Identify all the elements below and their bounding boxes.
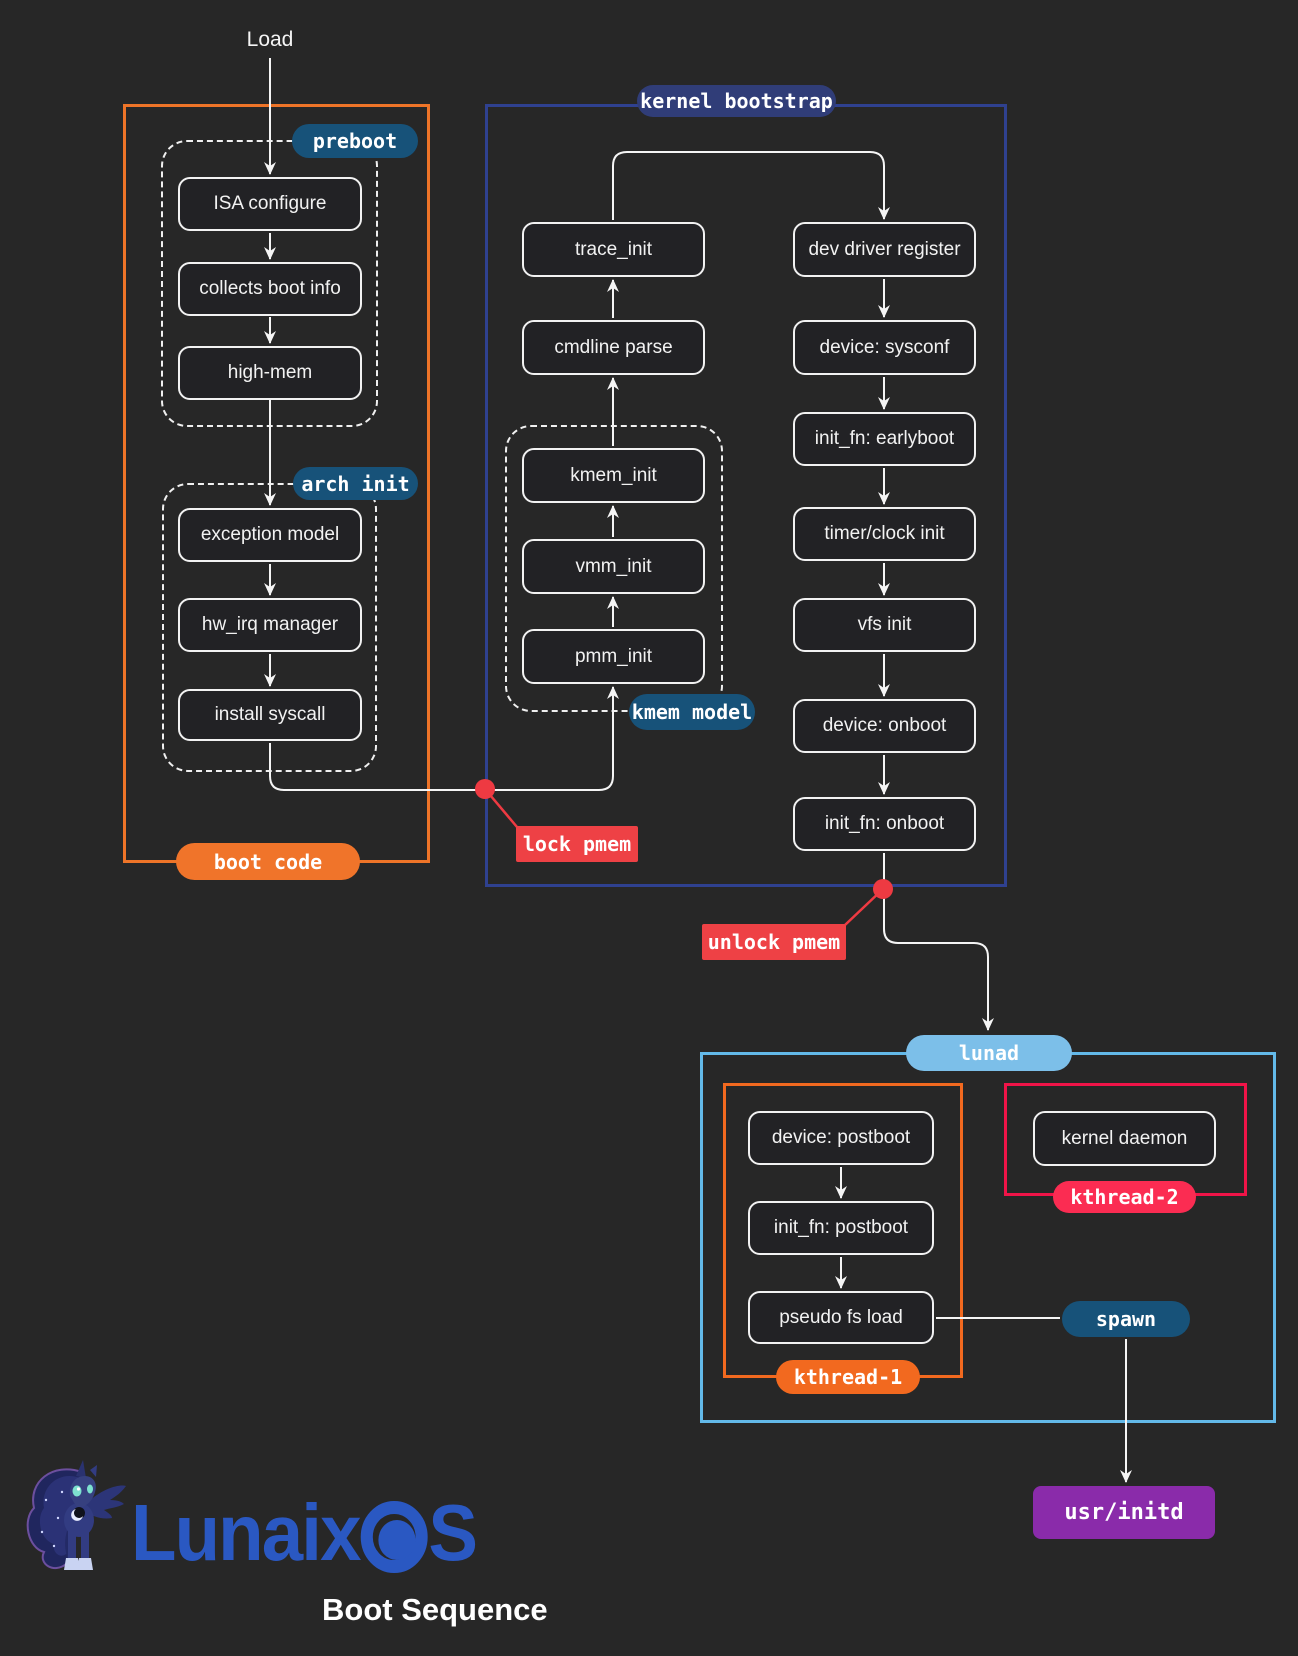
node-dev-driver-register: dev driver register (793, 222, 976, 277)
lunad-pill: lunad (906, 1035, 1072, 1071)
node-vfs-init: vfs init (793, 598, 976, 652)
kthread1-pill: kthread-1 (776, 1360, 920, 1394)
crescent-o-icon (360, 1501, 428, 1573)
lock-pmem-dot (475, 779, 495, 799)
node-device-postboot: device: postboot (748, 1111, 934, 1165)
boot-code-pill: boot code (176, 843, 360, 880)
kmem-model-pill: kmem model (629, 694, 755, 730)
node-kmem-init: kmem_init (522, 448, 705, 503)
node-collects-boot-info: collects boot info (178, 262, 362, 316)
node-initfn-earlyboot: init_fn: earlyboot (793, 412, 976, 466)
lock-pmem-label: lock pmem (516, 826, 638, 862)
preboot-pill: preboot (292, 124, 418, 158)
node-install-syscall: install syscall (178, 689, 362, 741)
node-kernel-daemon: kernel daemon (1033, 1111, 1216, 1166)
node-timer-clock-init: timer/clock init (793, 507, 976, 561)
node-vmm-init: vmm_init (522, 539, 705, 594)
node-isa-configure: ISA configure (178, 177, 362, 231)
brand-text-prefix: Lunaix (131, 1488, 361, 1577)
node-initfn-postboot: init_fn: postboot (748, 1201, 934, 1255)
load-label: Load (246, 28, 294, 51)
node-usr-initd: usr/initd (1033, 1486, 1215, 1539)
node-device-sysconf: device: sysconf (793, 320, 976, 375)
node-hw-irq-manager: hw_irq manager (178, 598, 362, 652)
annotation-links (475, 779, 893, 926)
node-initfn-onboot: init_fn: onboot (793, 797, 976, 851)
brand-logo-text: Lunaix S (131, 1488, 478, 1578)
node-exception-model: exception model (178, 508, 362, 562)
node-trace-init: trace_init (522, 222, 705, 277)
spawn-pill: spawn (1062, 1301, 1190, 1337)
diagram-title: Boot Sequence (322, 1592, 548, 1627)
node-pmm-init: pmm_init (522, 629, 705, 684)
luna-pony-mascot (26, 1460, 126, 1570)
kthread2-pill: kthread-2 (1053, 1181, 1196, 1213)
node-high-mem: high-mem (178, 346, 362, 400)
unlock-pmem-dot (873, 879, 893, 899)
kernel-bootstrap-pill: kernel bootstrap (637, 85, 836, 117)
unlock-pmem-label: unlock pmem (702, 924, 846, 960)
node-cmdline-parse: cmdline parse (522, 320, 705, 375)
brand-text-suffix: S (428, 1488, 478, 1577)
node-device-onboot: device: onboot (793, 699, 976, 753)
node-pseudo-fs-load: pseudo fs load (748, 1291, 934, 1344)
arch-init-pill: arch init (293, 467, 418, 500)
